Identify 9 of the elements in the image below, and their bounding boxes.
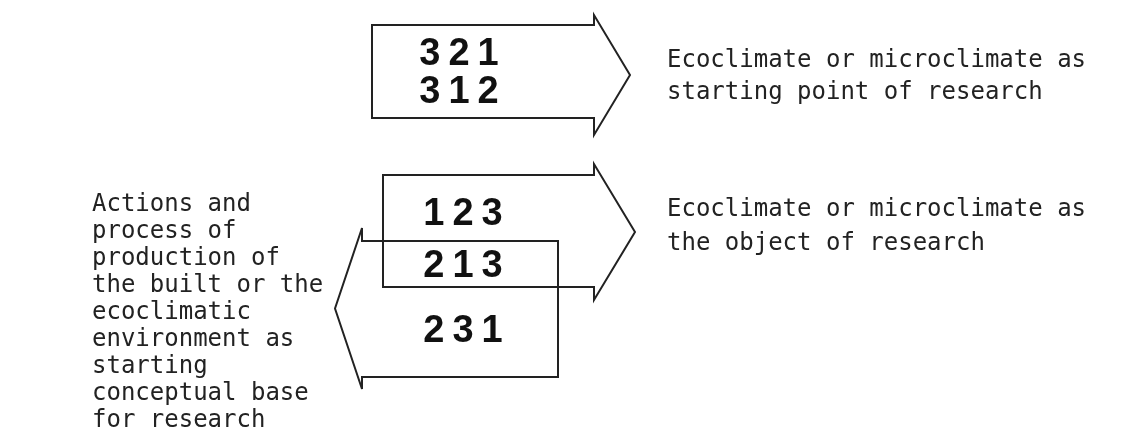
side-note: Ecoclimate or microclimate as the object of research bbox=[667, 193, 1088, 258]
left-arrow-shape bbox=[335, 228, 558, 389]
code-number: 231 bbox=[423, 310, 511, 348]
code-number: 312 bbox=[419, 71, 507, 109]
code-number: 123 bbox=[423, 193, 511, 231]
code-number: 321 bbox=[419, 33, 507, 71]
code-number: 213 bbox=[423, 245, 511, 283]
side-note: Ecoclimate or microclimate as starting point of research bbox=[667, 44, 1088, 107]
side-note: Actions and process of production of the built or the ecoclimatic environment as starting conceptual base for research bbox=[92, 190, 325, 433]
